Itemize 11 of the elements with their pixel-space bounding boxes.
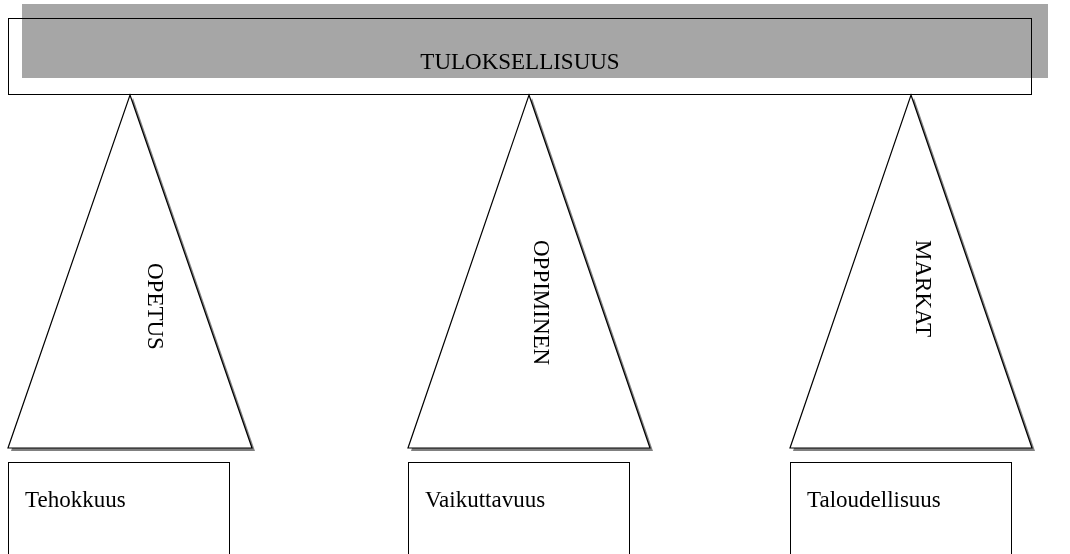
box-label: Vaikuttavuus bbox=[425, 487, 546, 513]
header-bar bbox=[8, 18, 1032, 95]
vertical-label: OPETUS bbox=[142, 263, 168, 350]
box-label: Tehokkuus bbox=[25, 487, 126, 513]
vertical-label: OPPIMINEN bbox=[528, 240, 554, 366]
vertical-label: MARKAT bbox=[910, 240, 936, 338]
text-box bbox=[790, 462, 1012, 554]
box-label: Taloudellisuus bbox=[807, 487, 941, 513]
text-box bbox=[8, 462, 230, 554]
header-label: TULOKSELLISUUS bbox=[419, 49, 621, 75]
text-box bbox=[408, 462, 630, 554]
